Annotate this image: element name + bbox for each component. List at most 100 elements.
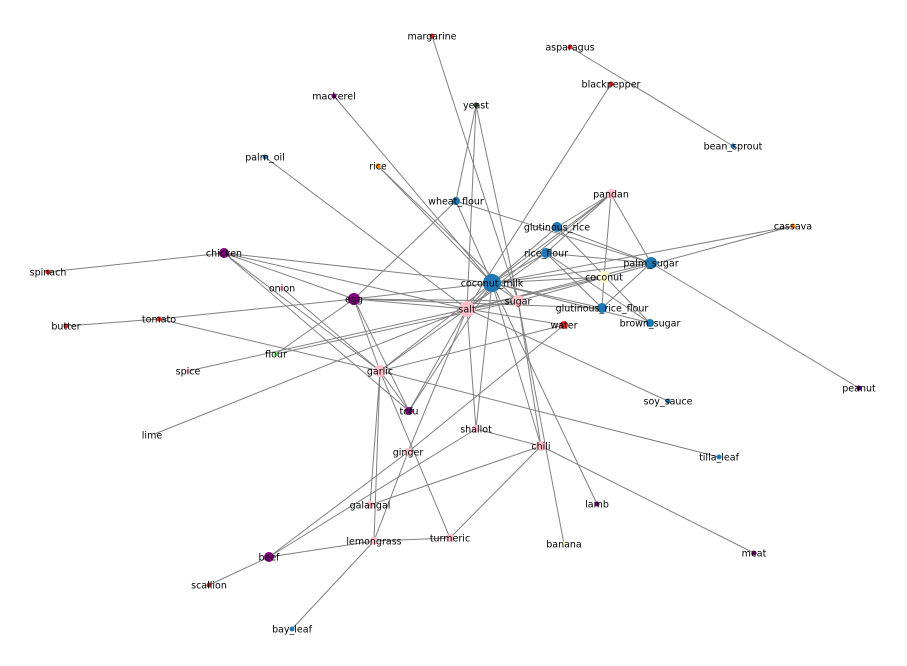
node-tomato[interactable] — [156, 316, 162, 322]
node-scallion[interactable] — [206, 582, 212, 588]
edge-salt-water — [466, 308, 565, 326]
edge-pandan-coconut_milk — [491, 193, 612, 284]
node-asparagus[interactable] — [567, 44, 573, 50]
edge-sugar-flour — [275, 300, 519, 355]
node-soy_sauce[interactable] — [665, 398, 671, 404]
node-chicken[interactable] — [219, 248, 229, 258]
edge-garlic-galangal — [369, 370, 381, 506]
edge-salt-lime — [151, 308, 468, 436]
edge-coconut_milk-chili — [491, 282, 542, 447]
edge-chicken-coconut_milk — [223, 252, 493, 284]
node-water[interactable] — [560, 321, 568, 329]
node-label-tilla_leaf: tilla_leaf — [699, 453, 740, 464]
edge-rice_flour-palm_sugar — [545, 252, 652, 264]
node-butter[interactable] — [63, 323, 69, 329]
node-cassava[interactable] — [790, 223, 796, 229]
node-spice[interactable] — [185, 368, 191, 374]
node-lime[interactable] — [149, 432, 155, 438]
edge-coconut_milk-brown_sugar — [491, 282, 651, 324]
edge-glutinous_rice-palm_sugar — [556, 226, 652, 264]
node-wheat_flour[interactable] — [452, 197, 460, 205]
node-blackpepper[interactable] — [608, 81, 614, 87]
node-flour[interactable] — [273, 351, 279, 357]
node-rice_flour[interactable] — [541, 248, 551, 258]
edge-garlic-tilla_leaf — [379, 370, 720, 458]
node-label-wheat_flour: wheat_flour — [428, 197, 484, 208]
edge-palm_sugar-glutinous_rice_flour — [601, 262, 652, 309]
node-bean_sprout[interactable] — [730, 143, 736, 149]
node-coconut[interactable] — [598, 271, 610, 283]
node-onion[interactable] — [279, 285, 285, 291]
edge-sugar-banana — [517, 300, 565, 545]
edge-cassava-coconut_milk — [491, 225, 794, 284]
node-salt[interactable] — [459, 301, 475, 317]
node-palm_sugar[interactable] — [645, 257, 657, 269]
node-spinach[interactable] — [45, 269, 51, 275]
labels-layer: margarineasparagusblackpeppermackerelyea… — [30, 32, 876, 636]
node-palm_oil[interactable] — [262, 154, 268, 160]
edge-beef-scallion — [208, 556, 270, 586]
node-label-tomato: tomato — [142, 315, 176, 326]
node-turmeric[interactable] — [446, 534, 454, 542]
node-galangal[interactable] — [366, 501, 374, 509]
node-beef[interactable] — [264, 552, 274, 562]
node-label-meat: meat — [742, 549, 767, 560]
node-label-margarine: margarine — [407, 32, 456, 43]
node-rice[interactable] — [375, 163, 381, 169]
node-label-spinach: spinach — [30, 268, 67, 279]
edge-ginger-lemongrass — [373, 451, 409, 542]
edge-palm_sugar-peanut — [650, 262, 860, 389]
node-label-peanut: peanut — [842, 384, 876, 395]
edge-pandan-glutinous_rice — [556, 193, 612, 228]
node-garlic[interactable] — [374, 365, 386, 377]
edge-shallot-beef — [268, 428, 477, 558]
edge-palm_oil-salt — [264, 156, 468, 310]
edge-chili-turmeric — [449, 445, 542, 539]
node-label-glutinous_rice: glutinous_rice — [524, 223, 590, 234]
edge-coconut-coconut_milk — [491, 276, 605, 284]
node-chili[interactable] — [536, 441, 546, 451]
node-sugar[interactable] — [512, 295, 524, 307]
node-label-beef: beef — [258, 553, 280, 564]
node-glutinous_rice[interactable] — [552, 222, 562, 232]
edge-rice_flour-coconut_milk — [491, 252, 547, 284]
node-egg[interactable] — [348, 293, 360, 305]
edge-yeast-salt — [466, 104, 477, 310]
node-label-bay_leaf: bay_leaf — [272, 625, 313, 636]
edge-egg-tofu — [353, 298, 410, 412]
node-lemongrass[interactable] — [370, 537, 378, 545]
edge-egg-glutinous_rice_flour — [353, 298, 603, 309]
edge-sugar-chili — [517, 300, 542, 447]
node-tilla_leaf[interactable] — [716, 454, 722, 460]
edge-chili-galangal — [369, 445, 542, 506]
node-yeast[interactable] — [473, 102, 479, 108]
edge-blackpepper-salt — [466, 83, 612, 310]
node-label-bean_sprout: bean_sprout — [704, 142, 763, 153]
node-banana[interactable] — [561, 541, 567, 547]
node-label-palm_sugar: palm_sugar — [623, 259, 678, 270]
node-peanut[interactable] — [856, 385, 862, 391]
node-glutinous_rice_flour[interactable] — [597, 303, 607, 313]
node-bay_leaf[interactable] — [289, 626, 295, 632]
node-shallot[interactable] — [472, 425, 480, 433]
edge-glutinous_rice-coconut_milk — [491, 226, 558, 284]
edge-egg-sugar — [353, 298, 519, 302]
node-tofu[interactable] — [405, 407, 413, 415]
node-pandan[interactable] — [606, 189, 616, 199]
node-meat[interactable] — [751, 550, 757, 556]
edge-pandan-coconut — [603, 193, 612, 278]
edge-tomato-butter — [65, 318, 160, 327]
node-mackerel[interactable] — [331, 93, 337, 99]
node-margarine[interactable] — [429, 33, 435, 39]
node-coconut_milk[interactable] — [483, 274, 501, 292]
node-label-cassava: cassava — [774, 222, 812, 233]
edge-wheat_flour-egg — [353, 200, 457, 300]
node-lamb[interactable] — [594, 501, 600, 507]
node-brown_sugar[interactable] — [646, 319, 654, 327]
edge-rice-coconut_milk — [377, 165, 493, 284]
node-label-egg: egg — [345, 295, 363, 306]
node-label-water: water — [550, 321, 577, 332]
node-label-pandan: pandan — [593, 190, 629, 201]
node-ginger[interactable] — [404, 448, 412, 456]
node-label-asparagus: asparagus — [545, 43, 594, 54]
